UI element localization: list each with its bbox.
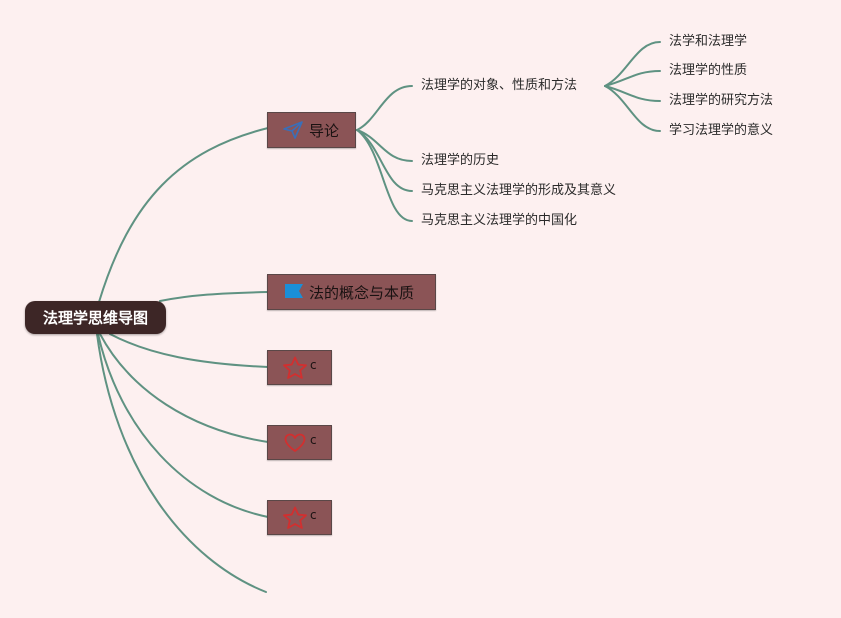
paper-plane-icon: [283, 121, 303, 139]
edge-object-to-sub-4: [604, 85, 661, 132]
branch-star-1[interactable]: c: [267, 350, 332, 385]
star-icon: [283, 356, 307, 379]
star-icon: [283, 506, 307, 529]
edge-intro-to-history: [356, 129, 413, 162]
edge-object-to-sub-1: [604, 41, 661, 87]
edge-root-to-branch-3: [109, 333, 269, 368]
edge-root-to-branch-4: [99, 333, 269, 443]
topic-marxist-sinicization[interactable]: 马克思主义法理学的中国化: [421, 213, 578, 228]
edge-object-to-sub-2: [604, 70, 661, 87]
edge-object-to-sub-3: [604, 85, 661, 102]
edge-root-to-concept: [159, 291, 269, 302]
subtopic-research-methods[interactable]: 法理学的研究方法: [669, 93, 774, 108]
branch-heart-label: c: [310, 432, 317, 447]
branch-concept[interactable]: 法的概念与本质: [267, 274, 436, 310]
branch-star-1-label: c: [310, 357, 317, 372]
subtopic-nature[interactable]: 法理学的性质: [669, 63, 748, 78]
subtopic-law-and-jurisprudence[interactable]: 法学和法理学: [669, 34, 748, 49]
branch-intro-label: 导论: [309, 121, 340, 140]
topic-history[interactable]: 法理学的历史: [421, 153, 500, 168]
root-topic-label: 法理学思维导图: [42, 309, 148, 327]
edge-intro-to-object: [356, 85, 413, 131]
branch-star-2-label: c: [310, 507, 317, 522]
flag-icon: [285, 284, 303, 298]
heart-icon: [284, 433, 306, 452]
edge-intro-to-sinicization: [356, 129, 413, 222]
topic-marxist-formation[interactable]: 马克思主义法理学的形成及其意义: [421, 183, 617, 198]
branch-star-2[interactable]: c: [267, 500, 332, 535]
subtopic-significance[interactable]: 学习法理学的意义: [669, 123, 774, 138]
edge-root-to-intro: [98, 127, 269, 303]
edge-root-to-branch-5: [97, 333, 269, 518]
topic-object-nature-method[interactable]: 法理学的对象、性质和方法: [421, 78, 578, 93]
root-topic[interactable]: 法理学思维导图: [25, 301, 166, 334]
branch-concept-label: 法的概念与本质: [309, 283, 415, 302]
edge-root-to-empty-branch: [96, 333, 267, 593]
branch-heart[interactable]: c: [267, 425, 332, 460]
branch-intro[interactable]: 导论: [267, 112, 356, 148]
